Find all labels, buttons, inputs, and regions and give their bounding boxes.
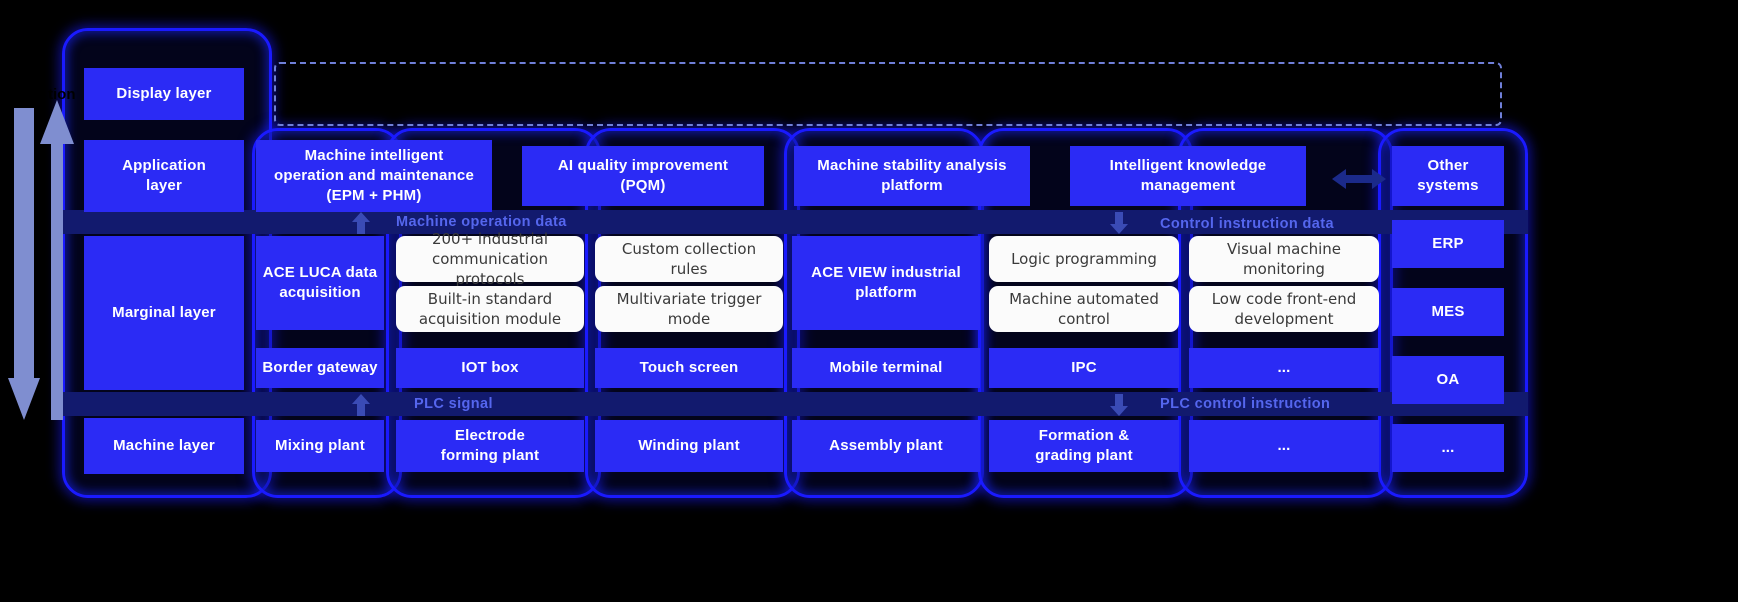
flow-label-machine-operation-data: Machine operation data xyxy=(396,214,567,230)
system-card-more[interactable]: ... xyxy=(1392,424,1504,472)
bidirectional-arrow-icon xyxy=(1332,169,1386,189)
down-arrow-indicator xyxy=(8,108,40,420)
marginal-card-multivariate-trigger-mode[interactable]: Multivariate trigger mode xyxy=(595,286,783,332)
flow-label-plc-signal: PLC signal xyxy=(414,396,493,412)
flow-band-machine-operation xyxy=(62,210,1528,234)
marginal-card-machine-automated-control[interactable]: Machine automated control xyxy=(989,286,1179,332)
device-card-mobile-terminal[interactable]: Mobile terminal xyxy=(792,348,980,388)
machine-card-electrode-forming-plant[interactable]: Electrode forming plant xyxy=(396,420,584,472)
machine-card-assembly-plant[interactable]: Assembly plant xyxy=(792,420,980,472)
layer-label-marginal: Marginal layer xyxy=(84,236,244,390)
layer-label-display: Display layer xyxy=(84,68,244,120)
layer-label-machine: Machine layer xyxy=(84,418,244,474)
app-card-ai-quality-improvement[interactable]: AI quality improvement (PQM) xyxy=(522,146,764,206)
flow-down-arrow-icon-right xyxy=(1110,212,1128,234)
marginal-platform-ace-view[interactable]: ACE VIEW industrial platform xyxy=(792,236,980,330)
marginal-card-custom-collection-rules[interactable]: Custom collection rules xyxy=(595,236,783,282)
plc-down-arrow-icon xyxy=(1110,394,1128,416)
device-card-more[interactable]: ... xyxy=(1189,348,1379,388)
device-card-touch-screen[interactable]: Touch screen xyxy=(595,348,783,388)
flow-label-plc-control-instruction: PLC control instruction xyxy=(1160,396,1331,412)
marginal-card-visual-machine-monitoring[interactable]: Visual machine monitoring xyxy=(1189,236,1379,282)
app-card-machine-stability-analysis[interactable]: Machine stability analysis platform xyxy=(794,146,1030,206)
app-card-machine-intelligent-om[interactable]: Machine intelligent operation and mainte… xyxy=(256,140,492,212)
machine-card-mixing-plant[interactable]: Mixing plant xyxy=(256,420,384,472)
up-arrow-indicator xyxy=(40,100,74,420)
flow-up-arrow-icon-left xyxy=(352,212,370,234)
marginal-card-low-code-development[interactable]: Low code front-end development xyxy=(1189,286,1379,332)
system-card-mes[interactable]: MES xyxy=(1392,288,1504,336)
marginal-card-logic-programming[interactable]: Logic programming xyxy=(989,236,1179,282)
cropped-label-fragment: tion xyxy=(48,86,76,103)
machine-card-more[interactable]: ... xyxy=(1189,420,1379,472)
device-card-border-gateway[interactable]: Border gateway xyxy=(256,348,384,388)
marginal-card-builtin-acquisition-module[interactable]: Built-in standard acquisition module xyxy=(396,286,584,332)
machine-card-winding-plant[interactable]: Winding plant xyxy=(595,420,783,472)
app-card-other-systems[interactable]: Other systems xyxy=(1392,146,1504,206)
machine-card-formation-grading-plant[interactable]: Formation & grading plant xyxy=(989,420,1179,472)
device-card-iot-box[interactable]: IOT box xyxy=(396,348,584,388)
app-card-intelligent-knowledge-management[interactable]: Intelligent knowledge management xyxy=(1070,146,1306,206)
plc-up-arrow-icon xyxy=(352,394,370,416)
system-card-erp[interactable]: ERP xyxy=(1392,220,1504,268)
layer-label-application: Application layer xyxy=(84,140,244,212)
flow-band-plc xyxy=(62,392,1528,416)
display-layer-dashed-frame xyxy=(274,62,1502,126)
flow-label-control-instruction-data: Control instruction data xyxy=(1160,216,1334,232)
device-card-ipc[interactable]: IPC xyxy=(989,348,1179,388)
marginal-platform-ace-luca[interactable]: ACE LUCA data acquisition xyxy=(256,236,384,330)
system-card-oa[interactable]: OA xyxy=(1392,356,1504,404)
marginal-card-industrial-protocols[interactable]: 200+ industrial communication protocols xyxy=(396,230,584,288)
